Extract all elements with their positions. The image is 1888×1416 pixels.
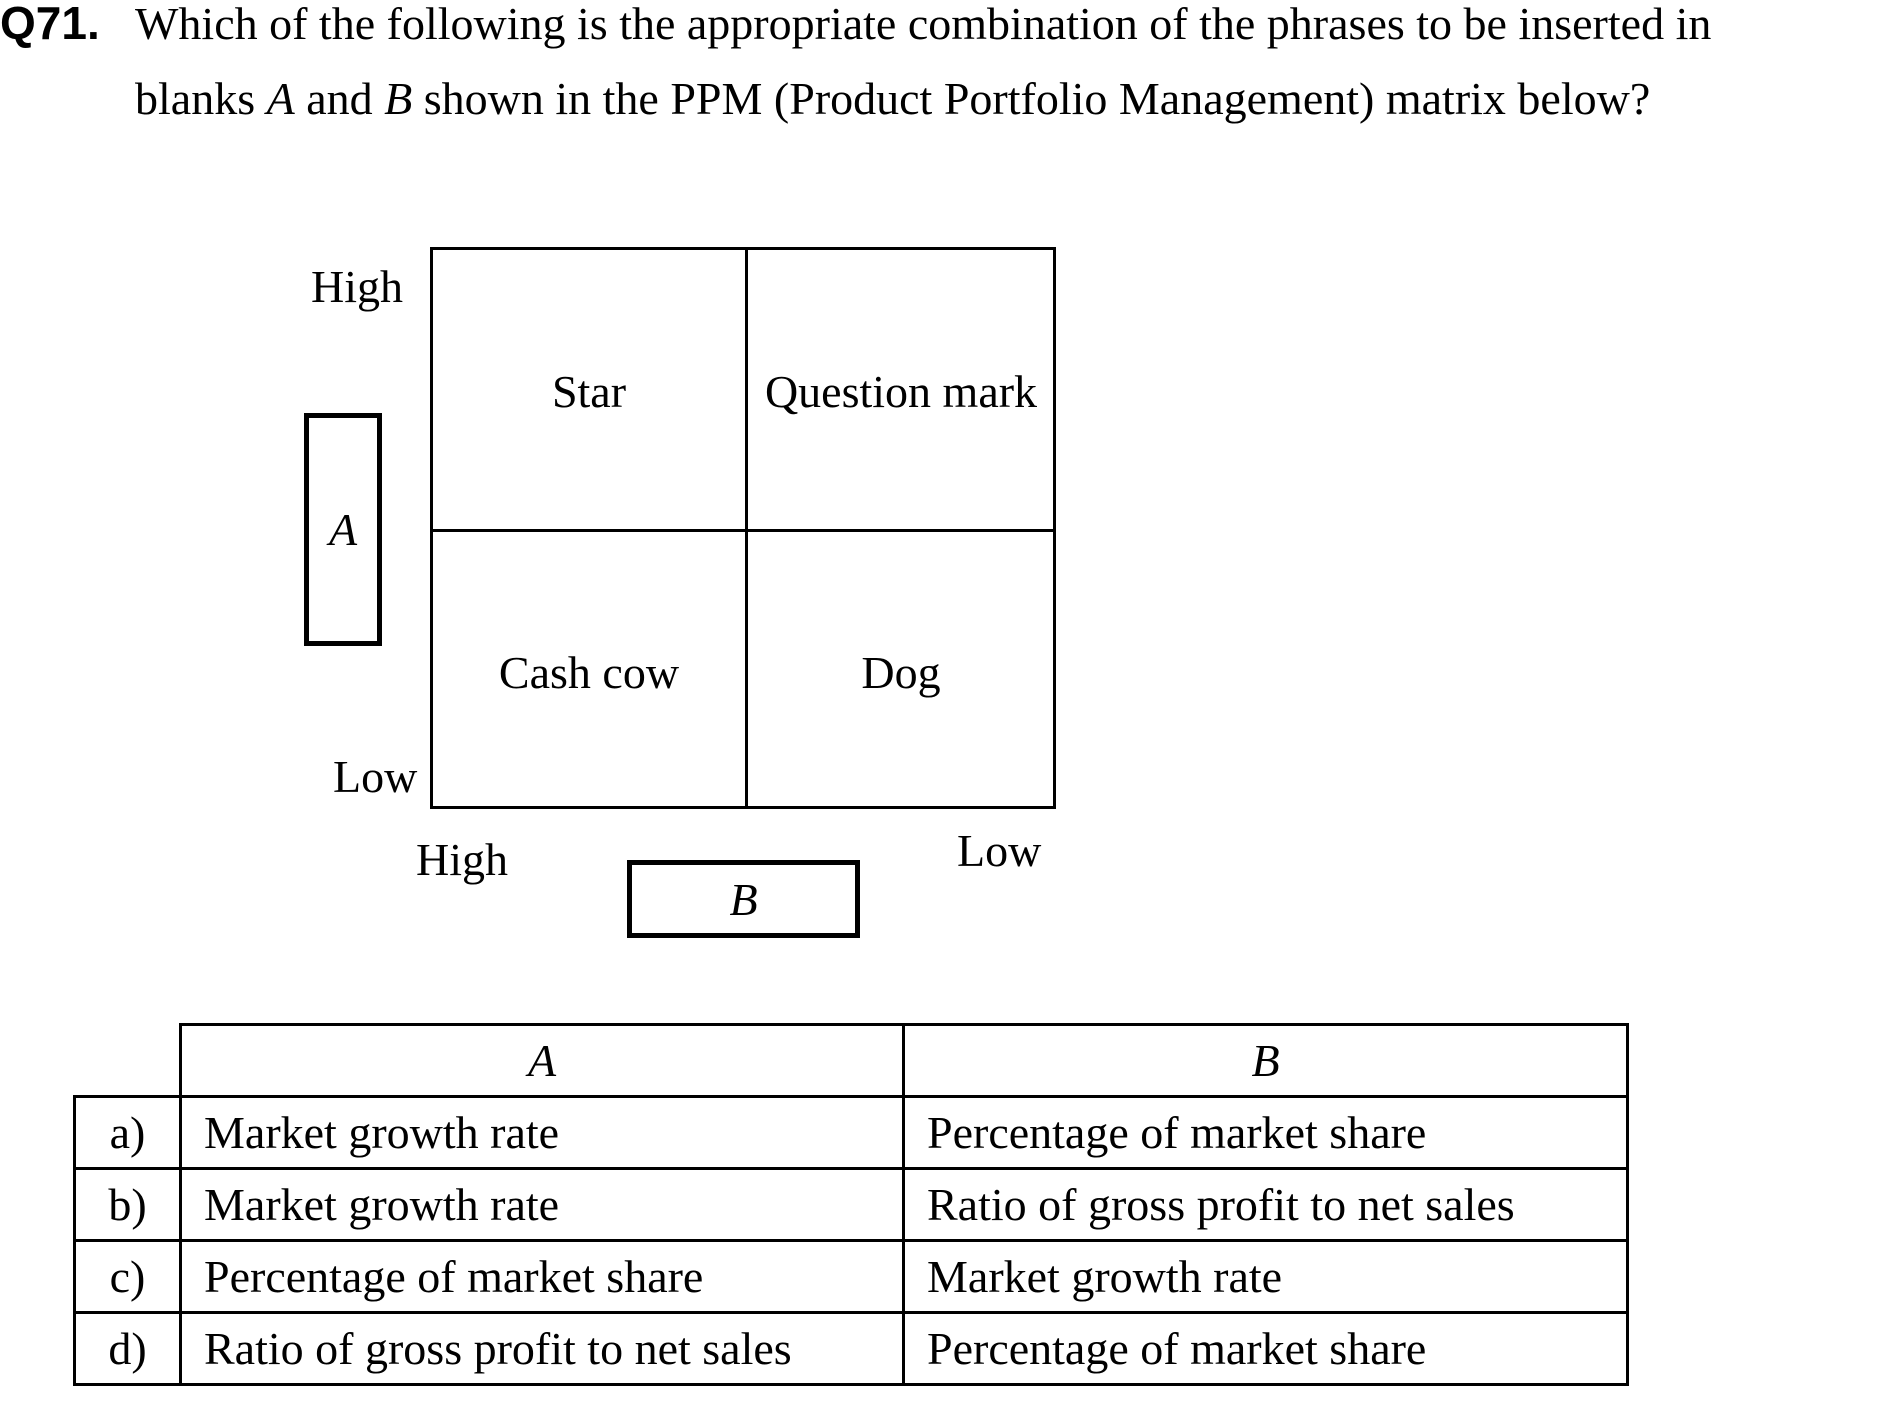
question-line-2-end: shown in the PPM (Product Portfolio Mana… (412, 73, 1651, 124)
option-a-value: Percentage of market share (179, 1239, 905, 1314)
cell-question-mark: Question mark (764, 366, 1038, 417)
option-b-value: Percentage of market share (902, 1095, 1629, 1170)
question-number: Q71. (0, 0, 100, 49)
option-label: b) (73, 1167, 182, 1242)
option-a-value: Ratio of gross profit to net sales (179, 1311, 905, 1386)
option-b-value: Market growth rate (902, 1239, 1629, 1314)
option-b-value: Percentage of market share (902, 1311, 1629, 1386)
table-row[interactable]: c) Percentage of market share Market gro… (73, 1239, 1629, 1314)
table-header-b: B (902, 1023, 1629, 1098)
option-label: a) (73, 1095, 182, 1170)
blank-a-label: A (328, 504, 358, 555)
question-blank-a-ref: A (266, 73, 295, 124)
table-header-a: A (179, 1023, 905, 1098)
question-blank-b-ref: B (384, 73, 413, 124)
question-line-1: Which of the following is the appropriat… (135, 0, 1712, 49)
table-header-empty (74, 1024, 182, 1098)
question-line-2-mid: and (294, 73, 385, 124)
blank-b-label: B (729, 873, 758, 925)
y-axis-low-label: Low (333, 751, 418, 802)
option-b-value: Ratio of gross profit to net sales (902, 1167, 1629, 1242)
option-a-value: Market growth rate (179, 1167, 905, 1242)
option-label: c) (73, 1239, 182, 1314)
ppm-matrix: Star Question mark Cash cow Dog (430, 247, 1056, 809)
table-row[interactable]: d) Ratio of gross profit to net sales Pe… (73, 1311, 1629, 1386)
cell-dog: Dog (861, 647, 941, 698)
cell-cash-cow: Cash cow (498, 647, 680, 698)
question-text: Which of the following is the appropriat… (135, 0, 1885, 136)
x-axis-low-label: Low (957, 825, 1042, 876)
x-axis-high-label: High (416, 834, 508, 885)
question-line-2-start: blanks (135, 73, 267, 124)
option-a-value: Market growth rate (179, 1095, 905, 1170)
question-line-2: blanks A and B shown in the PPM (Product… (135, 61, 1885, 136)
cell-star: Star (551, 366, 627, 417)
table-row[interactable]: a) Market growth rate Percentage of mark… (73, 1095, 1629, 1170)
table-row[interactable]: b) Market growth rate Ratio of gross pro… (73, 1167, 1629, 1242)
answer-table: A B a) Market growth rate Percentage of … (73, 1023, 1629, 1386)
blank-b-box: B (627, 860, 860, 938)
option-label: d) (73, 1311, 182, 1386)
blank-a-box: A (304, 413, 382, 646)
table-header-row: A B (74, 1023, 1629, 1098)
y-axis-high-label: High (311, 261, 403, 312)
matrix-horizontal-divider (433, 529, 1053, 532)
matrix-vertical-divider (745, 250, 748, 806)
